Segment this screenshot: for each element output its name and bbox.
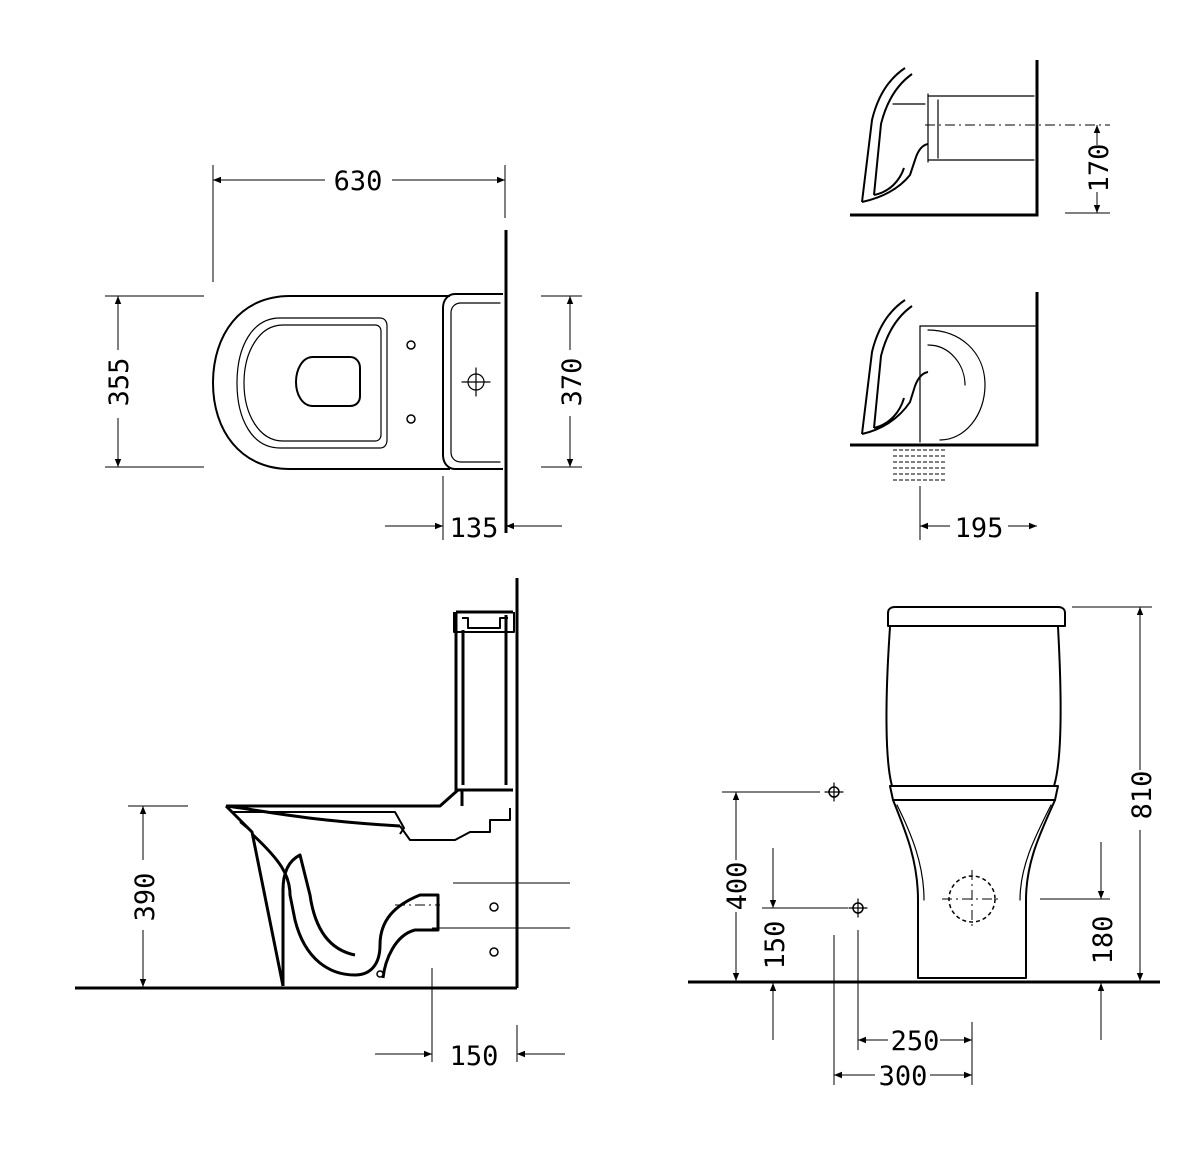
side-fixing-hole-1 [489,902,499,912]
cistern-section [454,610,513,792]
dim-135-label: 135 [450,513,499,544]
front-pedestal [892,799,1056,979]
horizontal-outlet-detail: 170 [850,60,1115,217]
horizontal-outlet-wall-floor [850,60,1039,217]
dim-400-label: 400 [722,862,753,911]
bowl-section-rim [232,811,405,835]
seat-fixing-hole-top [406,340,416,350]
dim-250-label: 250 [891,1026,940,1057]
dim-195-label: 195 [955,513,1004,544]
vertical-outlet-pipe-hatch [893,449,946,481]
cistern-outline [442,293,503,470]
seat-outline [236,317,388,449]
dim-front-150-label: 150 [760,921,791,970]
side-section-view: 390 150 [75,578,570,1072]
seat-inner-outline [243,324,382,442]
dim-355-label: 355 [104,358,135,407]
trap-channel [281,853,356,986]
front-cistern-base [889,785,1059,801]
dim-630-label: 630 [334,166,383,197]
vertical-outlet-bend [919,325,986,443]
vertical-outlet-detail: 195 [850,292,1039,544]
top-view: 630 355 370 135 [104,165,588,544]
dim-180-label: 180 [1088,916,1119,965]
bowl-opening [295,356,361,407]
cistern-inner [450,302,501,463]
bowl-outline [212,295,450,470]
cistern-lid [453,612,515,633]
bowl-inner-contour [250,832,440,979]
side-drain-marker [376,970,384,978]
bowl-body-step [399,808,511,841]
vertical-outlet-trap [861,299,913,435]
front-view: 810 180 400 150 250 300 [688,606,1160,1092]
vertical-outlet-trap-bottom [861,371,929,435]
dim-side-150-label: 150 [450,1041,499,1072]
dim-810-label: 810 [1127,771,1158,820]
seat-fixing-hole-bottom [406,414,416,424]
dim-170-label: 170 [1084,144,1115,193]
bowl-section-outer [224,788,464,987]
dim-300-label: 300 [879,1061,928,1092]
dim-370-label: 370 [557,358,588,407]
front-pedestal-inner [896,804,1052,901]
vertical-outlet-pipe [893,446,945,484]
horizontal-outlet-pipe [927,93,1035,163]
front-cistern-body [885,626,1062,787]
dim-390-label: 390 [130,873,161,922]
front-cistern-lid [887,606,1066,627]
vertical-outlet-wall-floor [850,292,1039,447]
horizontal-outlet-trap [861,67,913,203]
horizontal-outlet-trap-bottom [861,143,929,203]
side-fixing-hole-2 [489,947,499,957]
